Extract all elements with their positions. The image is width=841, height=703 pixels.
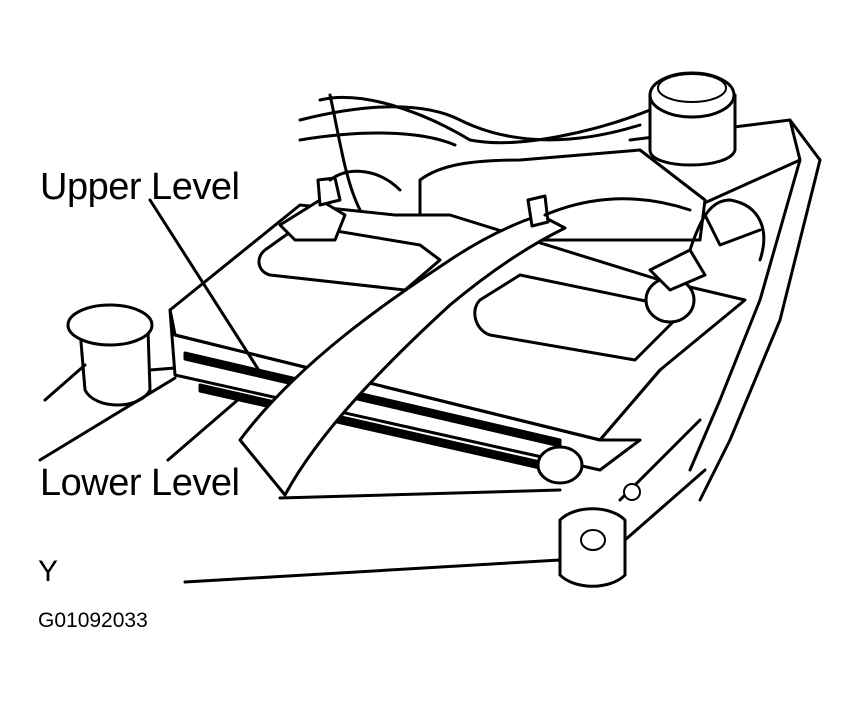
figure-code-label: G01092033 [38,609,148,632]
lower-level-leader [166,396,242,462]
terminal-cable-pos [688,198,766,262]
floor-line-1 [278,488,562,500]
upper-bracket [318,93,652,212]
wire-harness-top [298,105,642,147]
terminal-positive-clamp [648,248,707,292]
upper-level-label: Upper Level [40,166,240,208]
strap-bolt [526,194,550,228]
upper-level-leader [148,198,262,374]
floor-line-2 [183,558,562,584]
far-right-rail [688,158,822,502]
reservoir-cap-top [657,73,727,103]
bracket-arm [618,418,707,542]
tray-bolt [536,445,584,485]
bracket-hole [580,529,606,551]
lower-level-label: Lower Level [40,462,240,504]
hold-down-strap [238,213,567,497]
washer-neck [78,328,152,407]
washer-cap [66,303,154,347]
terminal-negative-clamp [316,176,342,207]
terminal-negative [278,198,347,242]
terminal-cable-neg [328,169,402,192]
view-letter-label: Y [38,555,59,588]
strap-wire [543,197,692,217]
left-panel [38,363,177,462]
bracket-hole-2 [623,483,641,501]
battery-tray-back [418,148,707,242]
